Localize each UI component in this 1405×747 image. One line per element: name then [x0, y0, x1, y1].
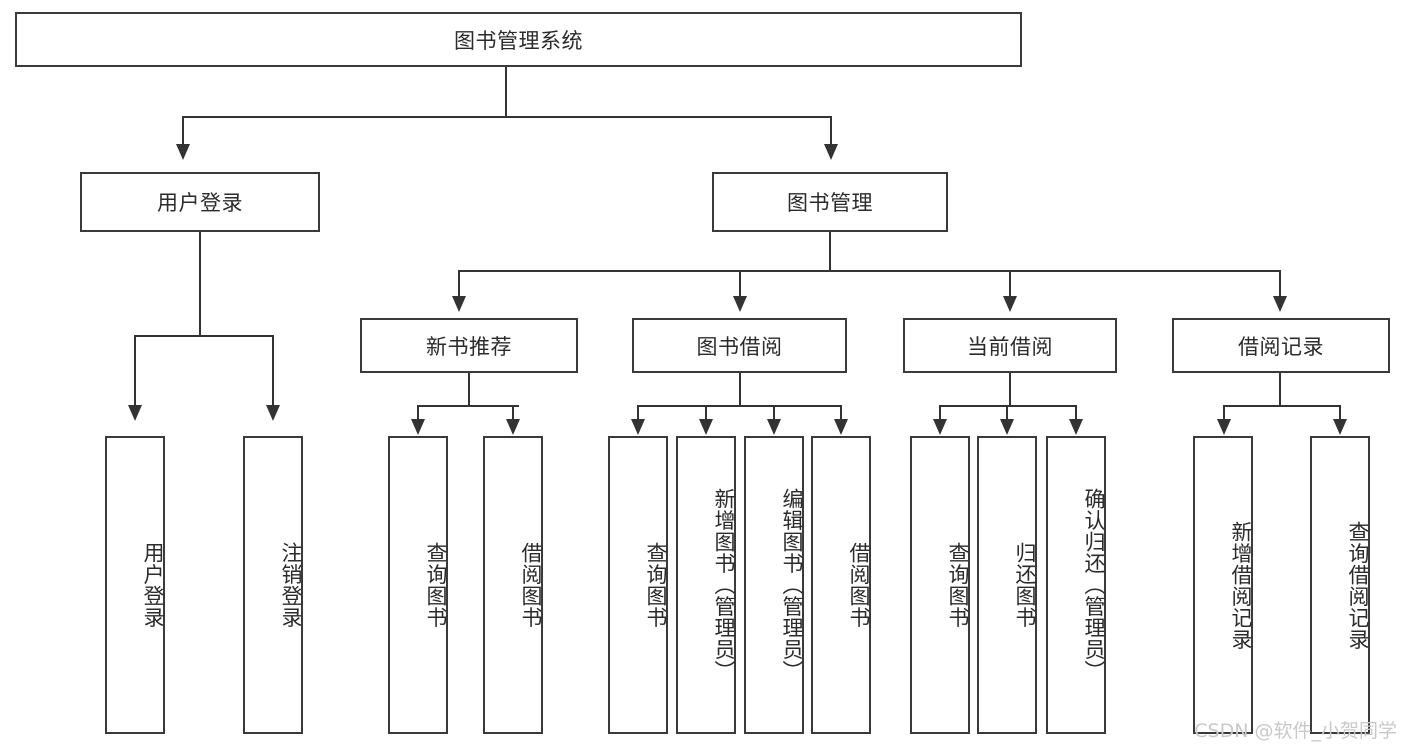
node-label: 确认归还（管理员）: [1082, 488, 1106, 682]
node-label: 新书推荐: [426, 334, 512, 359]
arrowhead-br-to-leaf-2: [1333, 419, 1347, 435]
edge-bb-to-leaf-2: [705, 405, 707, 421]
leaf-confirm-return-admin[interactable]: 确认归还（管理员）: [1046, 436, 1106, 734]
edge-cb-to-leaf-3: [1075, 405, 1077, 421]
arrowhead-bm-to-book-borrow: [733, 296, 747, 312]
edge-root-to-book-management: [830, 116, 832, 146]
leaf-query-book-new[interactable]: 查询图书: [388, 436, 448, 734]
leaf-add-book-admin[interactable]: 新增图书（管理员）: [676, 436, 736, 734]
node-label: 借阅记录: [1238, 334, 1324, 359]
edge-cb-to-leaf-2: [1006, 405, 1008, 421]
node-label: 查询图书: [424, 542, 448, 628]
arrowhead-bb-to-leaf-2: [699, 419, 713, 435]
edge-book-management-stem: [829, 232, 831, 271]
edge-bb-to-leaf-4: [840, 405, 842, 421]
leaf-query-book-current[interactable]: 查询图书: [910, 436, 970, 734]
edge-user-login-to-leaf-2: [272, 335, 274, 407]
edge-borrow-record-branch-bar: [1223, 405, 1341, 407]
node-label: 图书借阅: [696, 334, 783, 359]
edge-new-book-stem: [468, 373, 470, 406]
leaf-edit-book-admin[interactable]: 编辑图书（管理员）: [744, 436, 804, 734]
edge-book-management-branch-bar: [458, 270, 1280, 272]
arrowhead-bm-to-borrow-record: [1273, 296, 1287, 312]
arrowhead-new-book-to-leaf-2: [506, 419, 520, 435]
node-borrow-record[interactable]: 借阅记录: [1172, 318, 1390, 373]
arrowhead-user-login-to-leaf-2: [266, 405, 280, 421]
node-book-management[interactable]: 图书管理: [712, 172, 948, 232]
node-label: 图书管理系统: [454, 28, 583, 53]
leaf-borrow-book-new[interactable]: 借阅图书: [483, 436, 543, 734]
node-label: 借阅图书: [519, 542, 543, 628]
node-label: 新增借阅记录: [1229, 520, 1253, 650]
node-label: 查询图书: [946, 542, 970, 628]
leaf-user-login[interactable]: 用户登录: [105, 436, 165, 734]
edge-br-to-leaf-2: [1339, 405, 1341, 421]
edge-bm-to-current-borrow: [1009, 270, 1011, 298]
arrowhead-cb-to-leaf-1: [933, 419, 947, 435]
edge-user-login-to-leaf-1: [134, 335, 136, 407]
edge-user-login-stem: [199, 232, 201, 336]
node-label: 查询图书: [644, 542, 668, 628]
edge-bm-to-borrow-record: [1279, 270, 1281, 298]
arrowhead-cb-to-leaf-3: [1069, 419, 1083, 435]
edge-bm-to-book-borrow: [739, 270, 741, 298]
edge-book-borrow-stem: [739, 373, 741, 406]
leaf-return-book[interactable]: 归还图书: [977, 436, 1037, 734]
node-book-borrow[interactable]: 图书借阅: [632, 318, 847, 373]
arrowhead-bm-to-new-book: [452, 296, 466, 312]
node-label: 图书管理: [787, 191, 873, 215]
node-label: 注销登录: [279, 542, 303, 628]
edge-cb-to-leaf-1: [939, 405, 941, 421]
edge-bb-to-leaf-1: [637, 405, 639, 421]
edge-new-book-to-leaf-1: [417, 405, 419, 421]
edge-bb-to-leaf-3: [773, 405, 775, 421]
edge-book-borrow-branch-bar: [637, 405, 841, 407]
arrowhead-bb-to-leaf-1: [631, 419, 645, 435]
node-label: 归还图书: [1013, 542, 1037, 628]
edge-new-book-branch-bar: [417, 405, 519, 407]
edge-br-to-leaf-1: [1223, 405, 1225, 421]
edge-user-login-branch-bar: [134, 335, 272, 337]
node-user-login[interactable]: 用户登录: [80, 172, 320, 232]
edge-root-branch-bar: [182, 116, 832, 118]
edge-current-borrow-stem: [1009, 373, 1011, 406]
node-label: 编辑图书（管理员）: [780, 488, 804, 682]
leaf-logout[interactable]: 注销登录: [243, 436, 303, 734]
arrowhead-new-book-to-leaf-1: [411, 419, 425, 435]
leaf-add-borrow-record[interactable]: 新增借阅记录: [1193, 436, 1253, 734]
edge-bm-to-new-book: [458, 270, 460, 298]
leaf-query-book-borrow[interactable]: 查询图书: [608, 436, 668, 734]
node-label: 用户登录: [141, 542, 165, 628]
edge-root-stem: [505, 67, 507, 117]
arrowhead-root-to-user-login: [176, 144, 190, 160]
arrowhead-bm-to-current-borrow: [1003, 296, 1017, 312]
node-label: 借阅图书: [847, 542, 871, 628]
node-current-borrow[interactable]: 当前借阅: [903, 318, 1117, 373]
arrowhead-user-login-to-leaf-1: [128, 405, 142, 421]
arrowhead-bb-to-leaf-3: [767, 419, 781, 435]
leaf-borrow-book[interactable]: 借阅图书: [811, 436, 871, 734]
node-label: 用户登录: [157, 191, 243, 215]
arrowhead-bb-to-leaf-4: [834, 419, 848, 435]
node-label: 新增图书（管理员）: [712, 488, 736, 682]
edge-root-to-user-login: [182, 116, 184, 146]
arrowhead-br-to-leaf-1: [1217, 419, 1231, 435]
edge-new-book-to-leaf-2: [512, 405, 514, 421]
arrowhead-cb-to-leaf-2: [1000, 419, 1014, 435]
node-label: 查询借阅记录: [1346, 520, 1370, 650]
leaf-query-borrow-record[interactable]: 查询借阅记录: [1310, 436, 1370, 734]
edge-borrow-record-stem: [1279, 373, 1281, 406]
arrowhead-root-to-book-management: [824, 144, 838, 160]
csdn-watermark: CSDN @软件_小贺同学: [1194, 720, 1397, 742]
node-root-book-management-system[interactable]: 图书管理系统: [15, 12, 1022, 67]
node-label: 当前借阅: [967, 334, 1053, 359]
node-new-book-recommend[interactable]: 新书推荐: [360, 318, 578, 373]
